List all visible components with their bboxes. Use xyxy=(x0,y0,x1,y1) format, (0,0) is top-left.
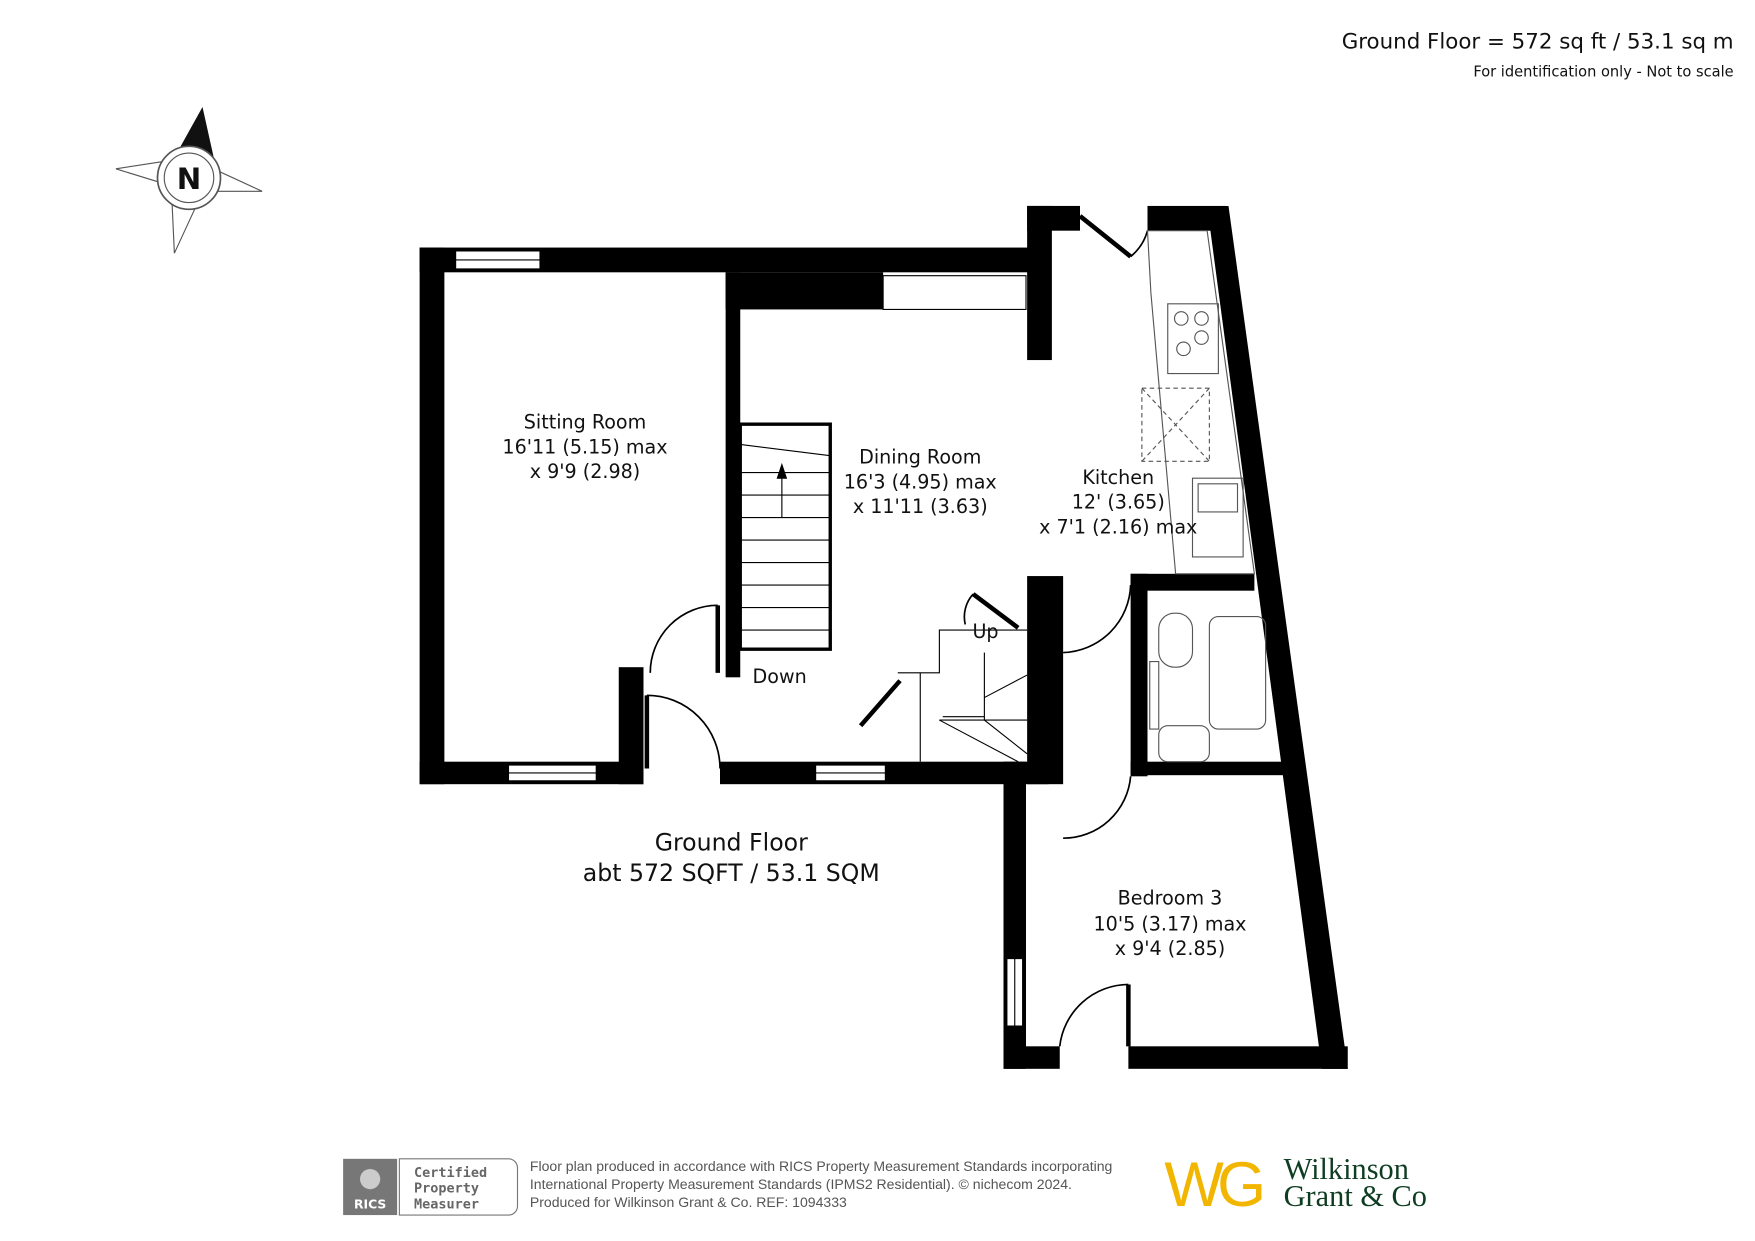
svg-text:16'11 (5.15) max: 16'11 (5.15) max xyxy=(502,435,667,458)
hob-icon xyxy=(1167,303,1219,375)
sink-icon xyxy=(1191,477,1244,558)
svg-text:Measurer: Measurer xyxy=(414,1196,479,1212)
room-label-dining-room: Dining Room 16'3 (4.95) max x 11'11 (3.6… xyxy=(844,446,997,519)
room-label-bedroom-3: Bedroom 3 10'5 (3.17) max x 9'4 (2.85) xyxy=(1094,887,1247,961)
compass-north-label: N xyxy=(177,162,201,196)
svg-text:10'5 (3.17) max: 10'5 (3.17) max xyxy=(1094,912,1247,935)
area-summary: Ground Floor = 572 sq ft / 53.1 sq m xyxy=(1342,29,1734,54)
kitchen-fittings xyxy=(1141,230,1267,763)
svg-text:12' (3.65): 12' (3.65) xyxy=(1072,491,1165,514)
svg-text:Grant & Co: Grant & Co xyxy=(1284,1179,1427,1213)
north-compass-icon: N xyxy=(115,106,263,254)
svg-text:x 11'11 (3.63): x 11'11 (3.63) xyxy=(853,495,988,518)
svg-text:x 9'4 (2.85): x 9'4 (2.85) xyxy=(1115,937,1226,960)
footer-line-1: Floor plan produced in accordance with R… xyxy=(530,1158,1112,1174)
svg-text:Dining Room: Dining Room xyxy=(859,446,981,469)
svg-text:Property: Property xyxy=(414,1181,479,1197)
svg-text:x 9'9 (2.98): x 9'9 (2.98) xyxy=(530,460,641,483)
room-label-kitchen: Kitchen 12' (3.65) x 7'1 (2.16) max xyxy=(1039,466,1197,539)
floor-title: Ground Floor xyxy=(655,829,808,857)
rics-certified-badge: RICS Certified Property Measurer xyxy=(343,1158,519,1216)
stairs-up-label: Up xyxy=(972,620,998,643)
svg-text:WG: WG xyxy=(1164,1150,1262,1220)
floor-area: abt 572 SQFT / 53.1 SQM xyxy=(583,859,880,887)
windows xyxy=(455,250,1027,1027)
svg-text:Certified: Certified xyxy=(414,1165,487,1181)
svg-text:Wilkinson: Wilkinson xyxy=(1284,1152,1409,1186)
staircase xyxy=(738,422,1028,763)
room-label-sitting-room: Sitting Room 16'11 (5.15) max x 9'9 (2.9… xyxy=(502,411,667,484)
stairs-down-label: Down xyxy=(753,665,807,688)
disclaimer: For identification only - Not to scale xyxy=(1473,64,1733,81)
wilkinson-grant-logo: WG Wilkinson Grant & Co xyxy=(1164,1150,1427,1220)
svg-text:Bedroom 3: Bedroom 3 xyxy=(1118,887,1223,910)
svg-text:16'3 (4.95) max: 16'3 (4.95) max xyxy=(844,470,997,493)
svg-text:Kitchen: Kitchen xyxy=(1082,466,1154,489)
footer-line-3: Produced for Wilkinson Grant & Co. REF: … xyxy=(530,1194,847,1210)
svg-text:Sitting Room: Sitting Room xyxy=(524,411,646,434)
svg-text:x 7'1 (2.16) max: x 7'1 (2.16) max xyxy=(1039,515,1197,538)
doors xyxy=(644,214,1149,1047)
svg-text:RICS: RICS xyxy=(354,1197,386,1211)
footer-line-2: International Property Measurement Stand… xyxy=(530,1176,1072,1192)
